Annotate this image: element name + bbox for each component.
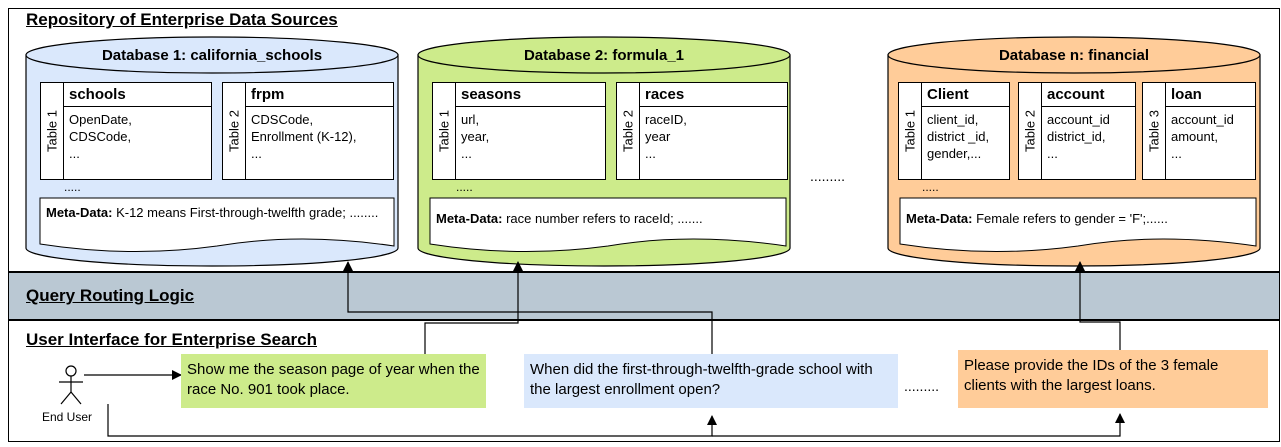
table-side-label: Table 1 [436,110,452,152]
table-side-label: Table 3 [1146,110,1162,152]
meta-label: Meta-Data: [436,211,503,226]
routing-title: Query Routing Logic [26,286,195,305]
table-side-label: Table 2 [1022,110,1038,152]
table-row: district _id, [927,129,990,144]
database-n-title: Database n: financial [998,47,1150,64]
table-name: Client [921,83,1009,107]
table-seasons: Table 1 seasons url, year, ... [432,82,606,180]
table-name: races [639,83,787,107]
end-user-label: End User [42,410,93,424]
repository-panel [8,8,1280,272]
table-row: raceID, [645,112,687,127]
meta-data-1: Meta-Data: K-12 means First-through-twel… [40,199,394,226]
table-side-label: Table 2 [226,110,242,152]
table-row: CDSCode, [69,129,132,144]
meta-text: Female refers to gender = 'F';...... [972,211,1168,226]
table-schools: Table 1 schools OpenDate, CDSCode, ... [40,82,212,180]
more-tables-dots: ..... [922,180,939,194]
meta-label: Meta-Data: [46,205,113,220]
table-row: ... [69,146,80,161]
table-loan: Table 3 loan account_id amount, ... [1142,82,1256,180]
meta-data-2: Meta-Data: race number refers to raceId;… [430,205,786,232]
table-side-label: Table 1 [902,110,918,152]
table-row: client_id, [927,112,979,127]
query-schools: When did the first-through-twelfth-grade… [524,354,898,408]
table-name: seasons [455,83,605,107]
repository-title: Repository of Enterprise Data Sources [26,10,338,29]
table-row: ... [461,146,472,161]
meta-text: K-12 means First-through-twelfth grade; … [112,205,379,220]
table-row: year [645,129,671,144]
table-races: Table 2 races raceID, year ... [616,82,788,180]
ui-panel [8,320,1280,442]
table-row: ... [645,146,656,161]
query-formula1: Show me the season page of year when the… [181,354,486,408]
table-frpm: Table 2 frpm CDSCode, Enrollment (K-12),… [222,82,394,180]
table-name: frpm [245,83,393,107]
table-client: Table 1 Client client_id, district _id, … [898,82,1010,180]
table-row: url, [461,112,480,127]
table-row: OpenDate, [69,112,132,127]
table-row: year, [461,129,490,144]
table-row: district_id, [1047,129,1106,144]
table-side-label: Table 1 [44,110,60,152]
table-row: amount, [1171,129,1218,144]
table-name: loan [1165,83,1255,107]
table-row: ... [1047,146,1058,161]
query-financial: Please provide the IDs of the 3 female c… [958,350,1268,408]
end-user-figure [59,365,83,405]
table-row: gender,... [927,146,982,161]
more-tables-dots: ..... [64,180,81,194]
table-name: schools [63,83,211,107]
table-row: account_id [1047,112,1110,127]
meta-label: Meta-Data: [906,211,973,226]
table-row: CDSCode, [251,112,314,127]
more-tables-dots: ..... [456,180,473,194]
meta-text: race number refers to raceId; ....... [502,211,703,226]
table-row: ... [1171,146,1182,161]
more-databases-dots: ......... [810,168,846,184]
table-row: ... [251,146,262,161]
ui-title: User Interface for Enterprise Search [26,330,318,349]
table-row: account_id [1171,112,1234,127]
more-queries-dots: ......... [904,378,940,394]
table-side-label: Table 2 [620,110,636,152]
table-account: Table 2 account account_id district_id, … [1018,82,1136,180]
table-row: Enrollment (K-12), [251,129,357,144]
database-2-title: Database 2: formula_1 [523,47,685,64]
meta-data-n: Meta-Data: Female refers to gender = 'F'… [900,205,1256,232]
table-name: account [1041,83,1135,107]
database-1-title: Database 1: california_schools [101,47,323,64]
